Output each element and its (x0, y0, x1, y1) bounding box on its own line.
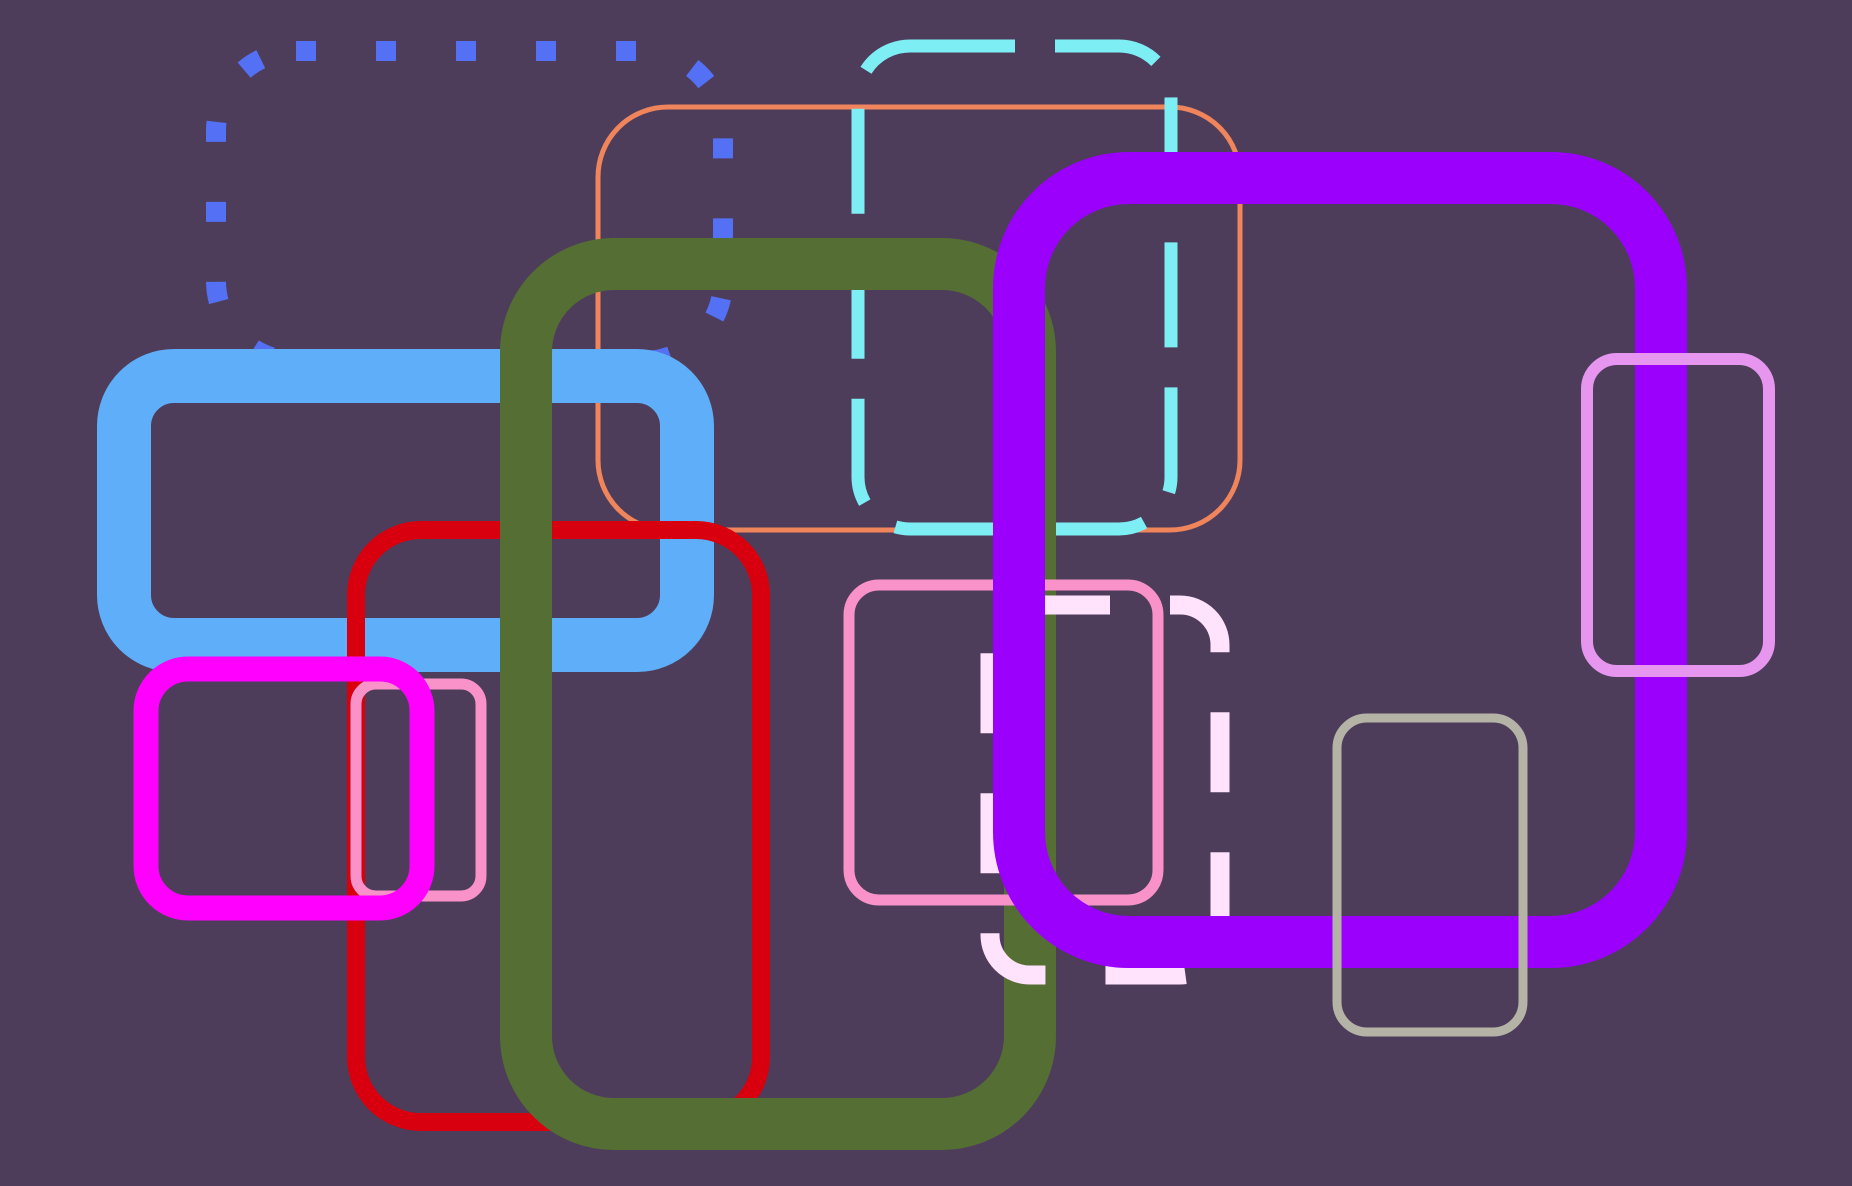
blue-dotted-rounded-square (206, 41, 733, 371)
shapes-layer (97, 39, 1775, 1150)
light-blue-thick-rounded-rectangle (97, 349, 714, 672)
lavender-rounded-rectangle (1581, 353, 1775, 677)
magenta-rounded-square (133, 656, 435, 921)
pale-pink-dashed-rounded-rectangle (980, 595, 1230, 985)
gray-rounded-rectangle (1332, 713, 1528, 1037)
